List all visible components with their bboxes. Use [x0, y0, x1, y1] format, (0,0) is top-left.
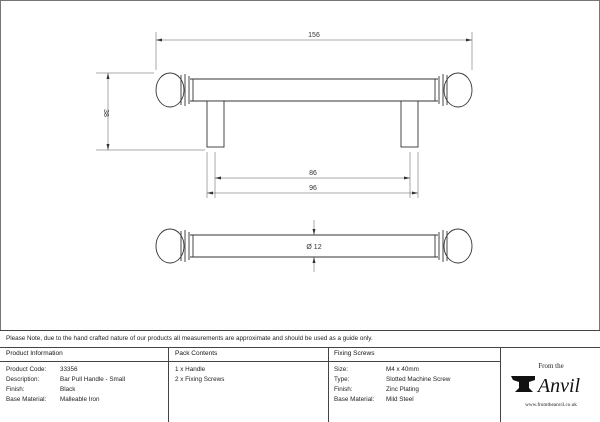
fixing-screws-label: Type:: [334, 376, 350, 383]
dimension-centres-outer: 96: [309, 185, 317, 192]
fixing-screws-label: Base Material:: [334, 396, 375, 403]
anvil-icon: [511, 376, 535, 392]
pack-contents-item: 2 x Fixing Screws: [175, 376, 225, 383]
divider-line: [0, 330, 600, 331]
pack-contents-item: 1 x Handle: [175, 366, 206, 373]
dimension-centres-inner: 86: [309, 170, 317, 177]
divider-line: [0, 347, 600, 348]
column-divider: [500, 348, 501, 422]
product-info-value: Malleable Iron: [60, 396, 100, 403]
dimension-diameter: Ø 12: [306, 244, 321, 251]
plan-view: [155, 228, 473, 264]
pack-contents-title: Pack Contents: [175, 350, 218, 357]
product-info-title: Product Information: [6, 350, 63, 357]
brand-name: Anvil: [536, 375, 581, 397]
measurement-note: Please Note, due to the hand crafted nat…: [6, 335, 373, 342]
fixing-screws-label: Finish:: [334, 386, 353, 393]
fixing-screws-value: M4 x 40mm: [386, 366, 419, 373]
product-info-label: Product Code:: [6, 366, 47, 373]
product-details-table: Product Information Product Code: 33356 …: [0, 348, 600, 422]
dimension-height: 38: [102, 109, 109, 117]
side-elevation-view: [155, 72, 473, 148]
product-info-label: Description:: [6, 376, 40, 383]
fixing-screws-value: Mild Steel: [386, 396, 414, 403]
column-divider: [328, 348, 329, 422]
handle-drawing: 156 38 86 96 Ø 12: [0, 0, 600, 330]
product-info-label: Finish:: [6, 386, 25, 393]
from-the-anvil-logo: From the Anvil www.fromtheanvil.co.uk: [511, 362, 581, 408]
brand-url: www.fromtheanvil.co.uk: [525, 401, 577, 408]
column-divider: [168, 348, 169, 422]
product-info-value: Bar Pull Handle - Small: [60, 376, 126, 383]
product-info-label: Base Material:: [6, 396, 47, 403]
dimension-overall-length: 156: [308, 32, 320, 39]
fixing-screws-value: Zinc Plating: [386, 386, 419, 393]
fixing-screws-title: Fixing Screws: [334, 350, 375, 357]
fixing-screws-value: Slotted Machine Screw: [386, 376, 451, 383]
table-header-divider: [0, 361, 500, 362]
product-info-value: Black: [60, 386, 76, 393]
fixing-screws-label: Size:: [334, 366, 348, 373]
product-info-value: 33356: [60, 366, 78, 373]
brand-tagline: From the: [538, 362, 563, 370]
